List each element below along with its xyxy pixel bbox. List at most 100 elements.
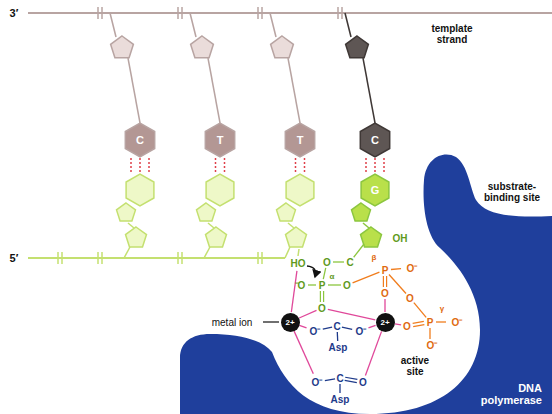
bond	[299, 325, 306, 328]
template-sugar	[111, 36, 134, 58]
bond	[339, 384, 340, 393]
backbone-break	[181, 7, 183, 19]
atom-label: O⁻	[407, 263, 418, 274]
primer-backbone	[28, 257, 285, 259]
atom-label: β	[372, 254, 377, 263]
atom-label: O	[359, 377, 367, 388]
template-sugar	[271, 36, 294, 58]
atom-label: O	[323, 257, 331, 268]
backbone-break	[61, 252, 63, 264]
phosphate-link	[270, 13, 276, 37]
ion-charge: 2+	[285, 318, 294, 327]
bond	[308, 284, 316, 285]
backbone-break	[257, 7, 259, 19]
bond	[328, 284, 341, 285]
double-bond	[383, 276, 384, 287]
atom-label: Asp	[331, 394, 350, 405]
backbone-break	[181, 252, 183, 264]
primer-base-ring	[197, 203, 216, 221]
bond	[323, 268, 325, 279]
atom-label: C	[333, 321, 340, 332]
atom-label: P	[319, 280, 326, 291]
template-base	[205, 123, 234, 157]
phosphate-link	[124, 247, 130, 258]
glycosidic-bond	[128, 223, 134, 228]
leader-line	[263, 321, 279, 322]
primer-sugar	[286, 227, 307, 247]
base-letter: C	[371, 134, 379, 146]
hydrogen-bond	[215, 158, 217, 173]
ion-charge: 2+	[380, 318, 389, 327]
atom-label: O	[343, 280, 351, 291]
hydrogen-bond	[295, 158, 297, 173]
primer-base	[126, 174, 154, 206]
bond	[323, 327, 332, 329]
backbone-break	[97, 7, 99, 19]
atom-label: C	[346, 257, 353, 268]
hydrogen-bond	[148, 158, 150, 173]
bond	[325, 379, 335, 381]
atom-label: O	[406, 293, 414, 304]
base-letter: C	[136, 134, 144, 146]
backbone-break	[177, 7, 179, 19]
template-sugar	[346, 36, 369, 58]
strand-label: template strand	[426, 23, 478, 45]
phosphate-link	[345, 13, 351, 37]
bond	[368, 325, 375, 328]
end-label: 3′	[10, 7, 19, 19]
atom-label: P	[427, 317, 434, 328]
backbone-break	[57, 252, 59, 264]
atom-label: O⁻	[310, 326, 321, 337]
base-letter: T	[297, 134, 304, 146]
atom-label: O⁻	[312, 377, 323, 388]
site-label: active site	[395, 355, 435, 377]
bond	[395, 324, 401, 325]
bond	[337, 332, 339, 341]
hydrogen-bond	[365, 158, 367, 173]
callout-label: metal ion	[212, 317, 253, 328]
primer-sugar	[206, 227, 227, 247]
bond	[436, 321, 446, 322]
atom-label: O	[318, 303, 326, 314]
atom-label: O	[381, 288, 389, 299]
backbone-break	[177, 252, 179, 264]
double-bond	[320, 291, 321, 302]
primer-base	[361, 174, 389, 206]
glycosidic-bond	[288, 58, 300, 123]
bond	[429, 328, 430, 339]
base-letter: T	[217, 134, 224, 146]
atom-label: O	[403, 321, 411, 332]
bond	[414, 303, 426, 318]
template-base	[360, 123, 389, 157]
phosphate-link	[204, 247, 210, 258]
template-sugar	[191, 36, 214, 58]
backbone-break	[101, 7, 103, 19]
bond	[365, 331, 381, 375]
bond	[384, 299, 385, 312]
bond	[294, 331, 313, 374]
hydroxyl-bond	[298, 249, 299, 256]
atom-label: Asp	[329, 342, 348, 353]
atom-label: O⁻	[427, 340, 438, 351]
primer-base	[286, 174, 314, 206]
primer-base-ring	[352, 203, 371, 221]
bond	[391, 268, 401, 270]
glycosidic-bond	[208, 223, 214, 228]
atom-label: O⁻	[452, 317, 463, 328]
template-base	[285, 123, 314, 157]
template-backbone	[28, 12, 552, 14]
bond	[354, 244, 364, 257]
hydrogen-bond	[139, 158, 141, 173]
atom-label: α	[330, 273, 335, 282]
atom-label: O⁻	[356, 326, 367, 337]
backbone-break	[261, 7, 263, 19]
bond	[389, 274, 406, 293]
double-bond	[345, 380, 357, 382]
bond	[328, 309, 375, 320]
glycosidic-bond	[288, 223, 294, 228]
double-bond	[345, 377, 357, 379]
primer-base-ring	[277, 203, 296, 221]
double-bond	[386, 276, 387, 287]
attack-arrow	[307, 266, 316, 277]
metal-ion: 2+	[281, 313, 300, 332]
